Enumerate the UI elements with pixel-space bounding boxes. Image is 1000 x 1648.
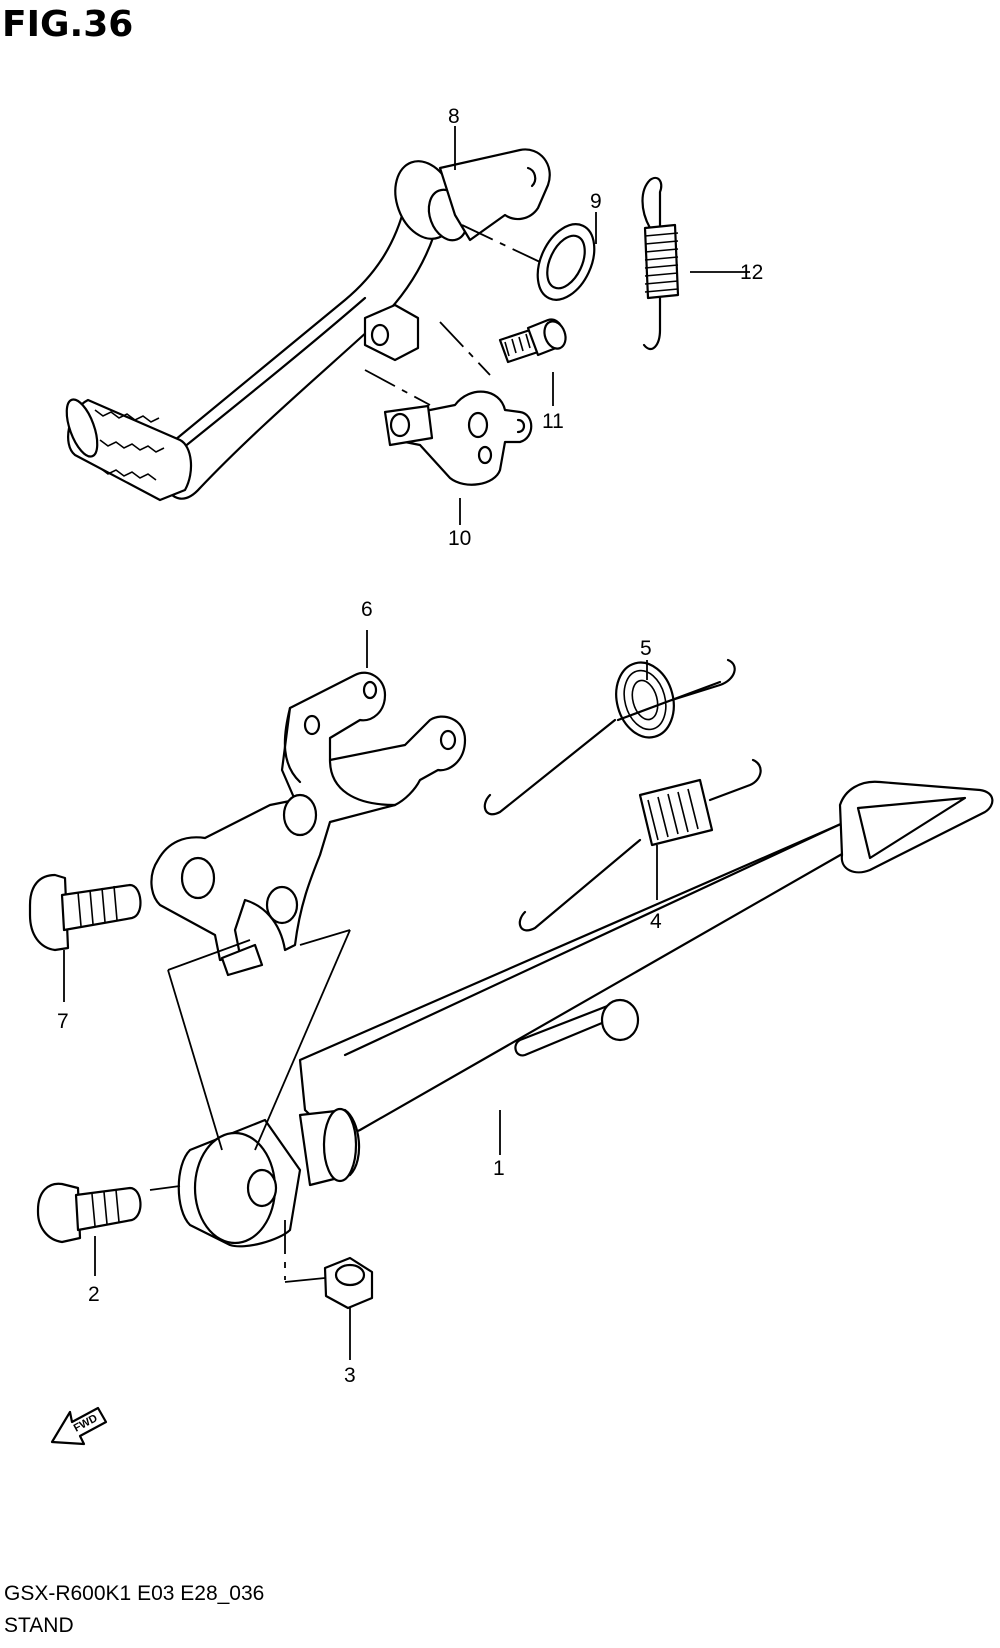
part-label-5: 5 [640, 637, 652, 660]
part-label-8: 8 [448, 105, 460, 128]
part-label-1: 1 [493, 1157, 505, 1180]
stand-spring-upper-part [483, 658, 736, 816]
pivot-bolt-part [36, 1182, 142, 1244]
part-label-2: 2 [88, 1283, 100, 1306]
pedal-bracket-part [383, 390, 533, 486]
washer-part [536, 223, 596, 301]
figure-title: FIG.36 [2, 4, 134, 45]
side-stand-part [177, 780, 994, 1248]
part-label-3: 3 [344, 1364, 356, 1387]
part-label-9: 9 [590, 190, 602, 213]
part-label-11: 11 [542, 410, 564, 433]
leader-lines [63, 126, 750, 1360]
part-label-7: 7 [57, 1010, 69, 1033]
pedal-part [65, 148, 551, 502]
part-label-6: 6 [361, 598, 373, 621]
stand-bracket-part [150, 671, 467, 977]
bracket-bolt-part [28, 873, 142, 952]
forward-direction-marker: FWD [50, 1406, 108, 1446]
spring-part [641, 176, 680, 351]
pedal-bolt-part [498, 318, 567, 364]
part-label-10: 10 [448, 527, 471, 550]
model-code: GSX-R600K1 E03 E28_036 [4, 1582, 265, 1605]
part-label-4: 4 [650, 910, 662, 933]
section-name: STAND [4, 1614, 74, 1637]
nut-part [323, 1256, 374, 1310]
part-label-12: 12 [740, 261, 763, 284]
stand-spring-lower-part [518, 758, 762, 932]
